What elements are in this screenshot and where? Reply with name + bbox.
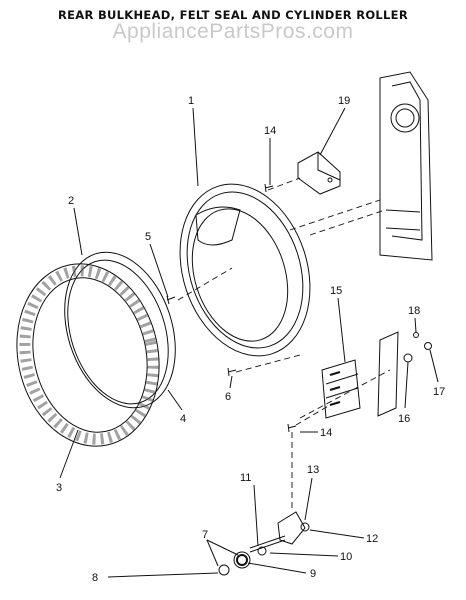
- callout-16: 16: [398, 413, 410, 425]
- callout-13: 13: [307, 464, 319, 476]
- cabinet-back-panel: [379, 71, 433, 261]
- part-1-rear-bulkhead: [179, 183, 311, 357]
- callout-12: 12: [366, 533, 378, 545]
- callout-14b: 14: [320, 427, 332, 439]
- callout-10: 10: [340, 551, 352, 563]
- callout-11: 11: [240, 472, 251, 484]
- callout-15: 15: [330, 285, 342, 297]
- diagram-title: REAR BULKHEAD, FELT SEAL AND CYLINDER RO…: [58, 8, 408, 22]
- callout-18: 18: [408, 305, 420, 317]
- roller-assembly: [218, 511, 310, 576]
- callout-8: 8: [92, 572, 98, 584]
- callout-3: 3: [56, 482, 62, 494]
- part-19-bracket: [297, 151, 341, 195]
- callout-17: 17: [433, 386, 445, 398]
- callout-4: 4: [180, 413, 186, 425]
- part-3-drum-ring: [16, 263, 160, 447]
- leader-lines: [59, 107, 439, 578]
- callout-6: 6: [225, 391, 231, 403]
- part-15-roller-bracket: [321, 331, 399, 419]
- callout-7: 7: [202, 529, 208, 541]
- assembly-lines: [177, 177, 391, 510]
- screws-5-6-14: [166, 183, 297, 433]
- callout-1: 1: [188, 95, 194, 107]
- watermark: AppliancePartsPros.com: [112, 20, 354, 43]
- callout-19: 19: [338, 95, 350, 107]
- parts-16-17-18-hardware: [403, 332, 432, 363]
- callout-2: 2: [68, 195, 74, 207]
- callout-14: 14: [264, 125, 276, 137]
- callout-9: 9: [310, 568, 316, 580]
- callout-5: 5: [145, 231, 151, 243]
